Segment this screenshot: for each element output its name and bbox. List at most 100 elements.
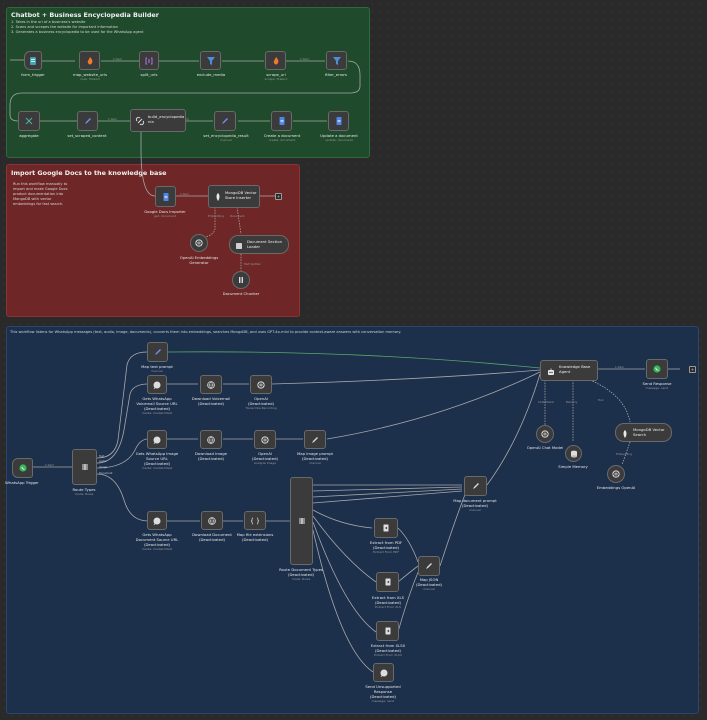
node-openai-analyze[interactable] <box>254 430 276 449</box>
node-label: map_website_urls <box>73 72 107 77</box>
node-route-document-types[interactable] <box>290 477 313 565</box>
openai-icon <box>257 380 265 389</box>
edge <box>439 491 467 567</box>
note-whatsapp-workflow: This workflow listens for WhatsApp messa… <box>6 326 699 714</box>
node-gets-voicemail[interactable] <box>147 375 167 394</box>
node-map-json[interactable] <box>418 556 440 576</box>
edge <box>9 60 361 122</box>
node-sublabel: Transcribe Recording <box>245 406 277 410</box>
node-label: build_encyclopedia <box>148 114 185 119</box>
link-icon <box>135 116 145 126</box>
node-openai-transcribe[interactable] <box>250 375 272 394</box>
node-mongodb-vector-store[interactable]: MongoDB Vector Store Inserter <box>208 185 260 208</box>
node-label: Simple Memory <box>558 464 588 469</box>
node-extract-pdf[interactable] <box>374 518 398 538</box>
node-map-document-prompt[interactable] <box>464 476 487 496</box>
node-extract-xls[interactable] <box>376 572 399 592</box>
node-document-chunker[interactable] <box>232 271 250 289</box>
edge-label: 1 item <box>45 463 54 467</box>
node-label: Extract from XLSX <box>370 643 406 648</box>
node-download-voicemail[interactable] <box>200 375 222 394</box>
aggregate-icon <box>25 117 33 125</box>
edge-label: 1 item <box>615 365 624 369</box>
node-whatsapp-trigger[interactable] <box>12 458 33 478</box>
node-download-image[interactable] <box>200 430 222 449</box>
chat-bubble-icon <box>380 669 387 677</box>
add-node-button[interactable]: + <box>689 366 696 373</box>
globe-icon <box>207 435 215 444</box>
node-scrape-url[interactable] <box>265 51 286 70</box>
node-form-trigger[interactable] <box>24 51 42 70</box>
mongodb-icon <box>216 193 220 201</box>
node-label: Loader <box>247 244 261 249</box>
edge-label: 1 item <box>108 117 117 121</box>
node-send-response[interactable] <box>646 359 668 379</box>
switch-output: Image <box>99 466 108 469</box>
node-split-urls[interactable] <box>139 51 159 70</box>
node-label: (Deactivated) <box>242 537 268 542</box>
node-label: Document Chunker <box>222 291 260 296</box>
node-label: (Deactivated) <box>373 545 399 550</box>
node-document-section-loader[interactable]: Document Section Loader <box>229 235 289 254</box>
edge-label: 1 item <box>180 192 189 196</box>
node-gets-image[interactable] <box>147 430 167 449</box>
node-label: OpenAI <box>254 396 268 401</box>
node-create-document[interactable] <box>271 111 292 131</box>
node-openai-embeddings-generator[interactable] <box>190 234 208 252</box>
node-route-types[interactable] <box>72 449 97 485</box>
node-label: Download Image <box>195 451 227 456</box>
node-sublabel: manual <box>220 138 232 142</box>
edge <box>167 351 541 369</box>
pencil-icon <box>426 563 432 569</box>
edge <box>589 379 631 423</box>
mongodb-icon <box>623 429 627 438</box>
node-aggregate[interactable] <box>18 111 40 131</box>
node-simple-memory[interactable] <box>565 445 582 462</box>
node-map-file-extensions[interactable] <box>244 511 266 530</box>
note-line: import and make Google Docs <box>13 187 68 191</box>
node-sublabel: get: document <box>153 214 177 218</box>
node-openai-chat-model[interactable] <box>536 425 554 443</box>
note-line: product documentation into <box>13 192 64 196</box>
edge-label: Memory <box>566 400 578 404</box>
whatsapp-icon <box>653 365 661 373</box>
node-update-document[interactable] <box>328 111 349 131</box>
node-filter-errors[interactable] <box>326 51 347 70</box>
node-set-encyclopedia-result[interactable] <box>214 111 236 131</box>
node-extract-xlsx[interactable] <box>376 621 399 641</box>
node-knowledge-base-agent[interactable]: Knowledge Base Agent <box>540 360 598 381</box>
switch-output: Audio <box>99 460 107 463</box>
node-gets-document[interactable] <box>147 511 167 530</box>
node-label: Send Response <box>642 381 672 386</box>
node-sublabel: update: document <box>325 138 353 142</box>
node-map-text-prompt[interactable] <box>147 342 168 362</box>
node-map-website-urls[interactable] <box>79 51 100 70</box>
add-node-button[interactable]: + <box>275 193 282 200</box>
node-build-encyclopedia[interactable]: build_encyclopedia nia <box>130 109 186 132</box>
firecrawl-icon <box>273 56 278 64</box>
node-google-docs-importer[interactable] <box>155 186 176 207</box>
node-sublabel: Analyze Image <box>253 461 277 465</box>
node-send-unsupported[interactable] <box>373 663 394 682</box>
node-sublabel: manual <box>423 587 435 591</box>
node-label: MongoDB Vector <box>633 427 665 432</box>
edge <box>236 206 242 235</box>
node-label: (Deactivated) <box>144 461 170 466</box>
node-label: Map image prompt <box>296 451 334 456</box>
node-label: Voicemail Source URL <box>136 401 178 406</box>
pencil-icon <box>154 349 161 355</box>
edge <box>621 441 631 466</box>
openai-icon <box>612 470 620 478</box>
node-exclude-media[interactable] <box>200 51 221 70</box>
node-map-image-prompt[interactable] <box>304 430 326 449</box>
node-label: Extract from PDF <box>369 540 403 545</box>
node-set-scraped-content[interactable] <box>77 111 98 131</box>
edge <box>271 369 541 385</box>
node-mongodb-vector-search[interactable]: MongoDB Vector Search <box>615 423 672 442</box>
node-sublabel: manual <box>309 461 321 465</box>
node-download-document[interactable] <box>201 511 223 530</box>
note-title: Import Google Docs to the knowledge base <box>11 169 167 177</box>
node-embeddings-openai[interactable] <box>607 465 625 483</box>
node-sublabel: Extract From XLS <box>375 605 401 609</box>
